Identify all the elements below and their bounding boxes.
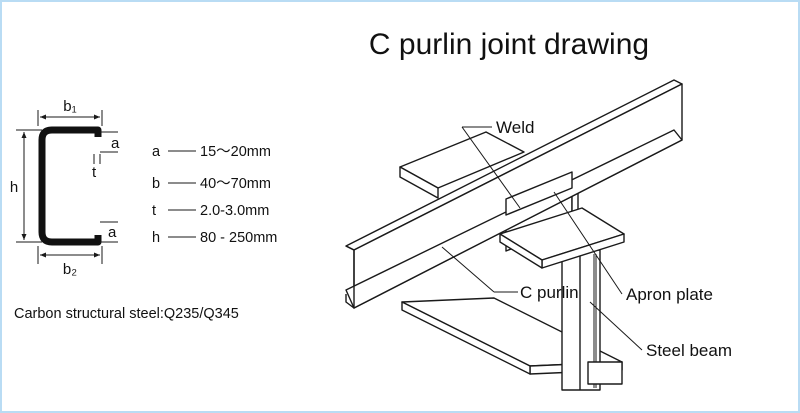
- callout-label-c-purlin: C purlin: [520, 283, 579, 302]
- spec-value-b: 40～70mm: [200, 176, 271, 192]
- callout-steel-beam: Steel beam: [589, 301, 732, 360]
- spec-value-h: 80 - 250mm: [200, 230, 277, 246]
- steel-beam-top-flange: [399, 131, 525, 199]
- steel-beam-top-flange-front: [499, 207, 625, 269]
- callout-c-purlin: C purlin: [441, 246, 579, 302]
- spec-value-a: 15～20mm: [200, 144, 271, 160]
- page-title: C purlin joint drawing: [369, 28, 649, 61]
- dim-label-a-top: a: [111, 135, 120, 152]
- material-note: Carbon structural steel:Q235/Q345: [14, 306, 239, 322]
- c-section-profile: [38, 126, 102, 246]
- dim-label-b1: b₁: [63, 98, 76, 115]
- callout-label-steel-beam: Steel beam: [646, 341, 732, 360]
- callout-weld: Weld: [461, 118, 534, 209]
- callout-label-weld: Weld: [496, 118, 534, 137]
- spec-value-t: 2.0-3.0mm: [200, 203, 269, 219]
- callout-apron-plate: Apron plate: [553, 191, 713, 304]
- steel-beam-web: [561, 249, 623, 391]
- spec-symbol-a: a: [152, 144, 161, 160]
- c-purlin-member: [345, 79, 683, 309]
- spec-list: a 15～20mm b 40～70mm t 2.0-3.0mm h 80 - 2…: [152, 144, 277, 246]
- dim-label-a-bottom: a: [108, 224, 117, 241]
- spec-symbol-t: t: [152, 203, 156, 219]
- callout-label-apron-plate: Apron plate: [626, 285, 713, 304]
- apron-plate-top: [505, 171, 573, 216]
- dim-label-b2: b₂: [63, 261, 77, 278]
- spec-symbol-b: b: [152, 176, 160, 192]
- dim-label-t: t: [92, 164, 97, 181]
- c-channel-shape: [38, 126, 102, 246]
- c-section-dimensions: b₁ b₂ h a t a: [10, 98, 120, 278]
- dim-label-h: h: [10, 179, 18, 196]
- spec-symbol-h: h: [152, 230, 160, 246]
